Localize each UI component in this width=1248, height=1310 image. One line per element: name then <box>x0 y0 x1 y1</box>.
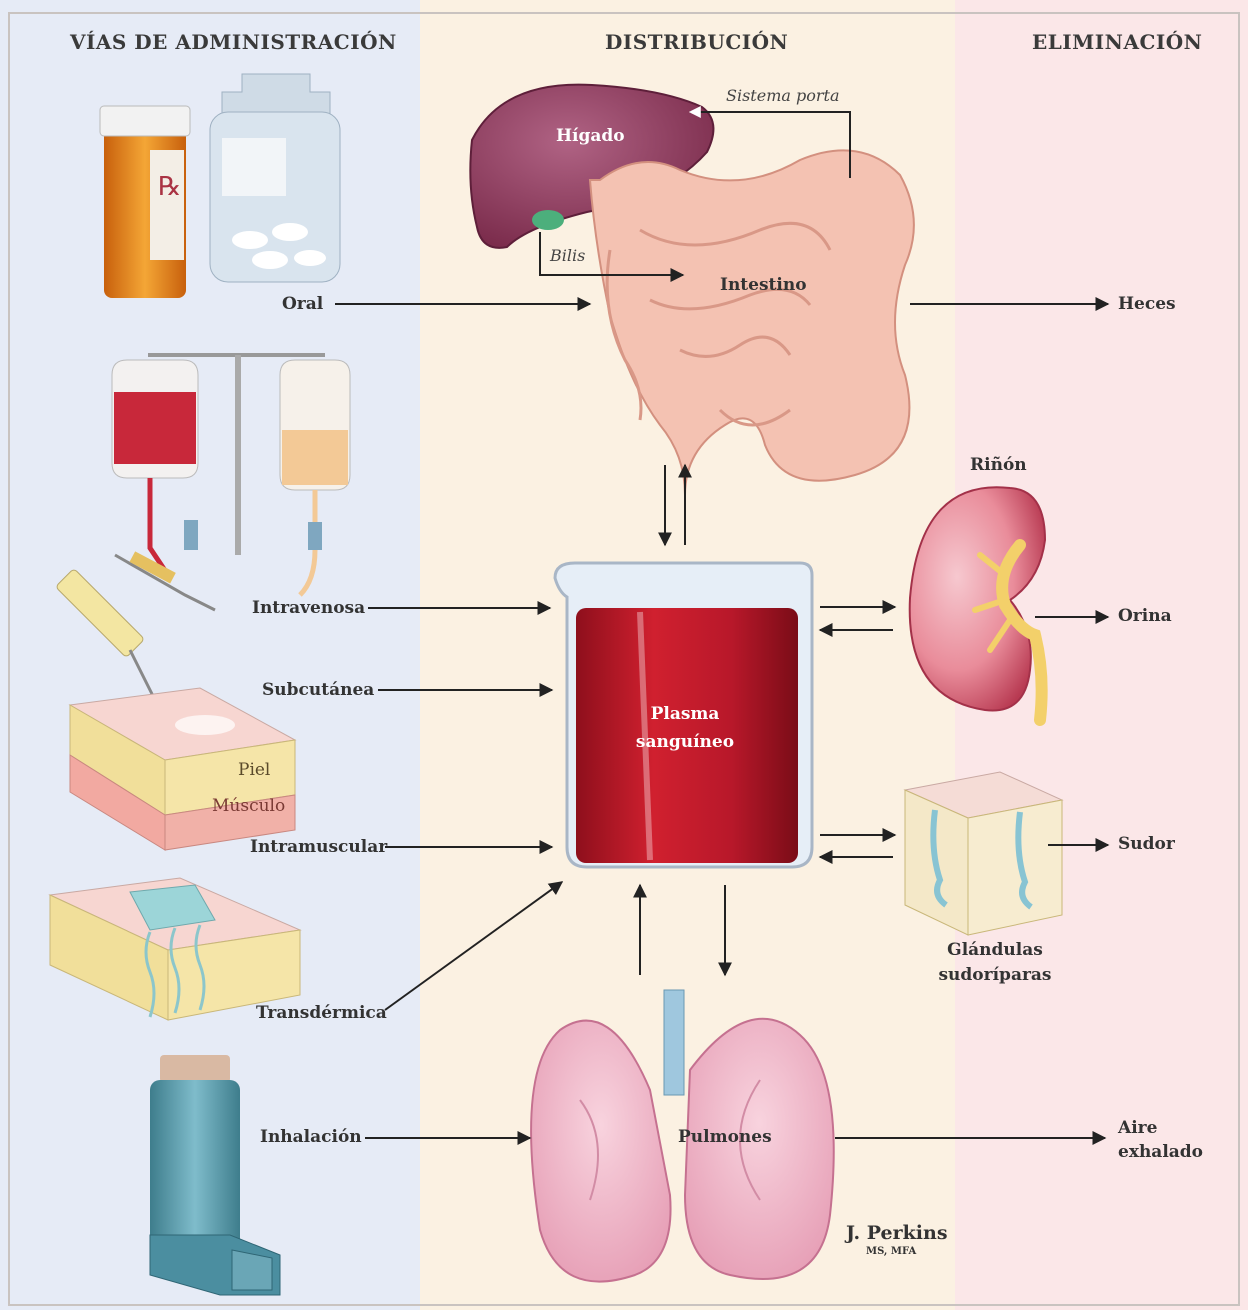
label-plasma-line1: Plasma <box>620 704 750 724</box>
label-skin: Piel <box>238 760 270 780</box>
label-bile: Bilis <box>550 246 585 265</box>
label-subcutaneous: Subcutánea <box>262 680 374 700</box>
label-exhaled-line1: Aire <box>1118 1118 1157 1138</box>
iv-bags-icon <box>112 355 350 610</box>
inhaler-icon <box>150 1055 280 1295</box>
label-intramuscular: Intramuscular <box>250 837 387 857</box>
sweat-gland-block-icon <box>905 772 1062 935</box>
label-exhaled-line2: exhalado <box>1118 1142 1203 1162</box>
tablet-jar-icon <box>210 74 340 282</box>
label-urine: Orina <box>1118 606 1172 626</box>
header-administration: VÍAS DE ADMINISTRACIÓN <box>70 30 397 54</box>
svg-text:℞: ℞ <box>158 172 181 202</box>
label-muscle: Músculo <box>212 796 285 816</box>
label-sweat-glands-line1: Glándulas <box>930 940 1060 960</box>
label-sweat-glands-line2: sudoríparas <box>930 965 1060 985</box>
header-distribution: DISTRIBUCIÓN <box>605 30 788 54</box>
label-liver: Hígado <box>556 126 625 146</box>
artist-credentials: MS, MFA <box>866 1246 916 1257</box>
label-transdermal: Transdérmica <box>256 1003 387 1023</box>
transdermal-patch-icon <box>50 878 300 1020</box>
label-plasma-line2: sanguíneo <box>620 732 750 752</box>
arrow-transdermal <box>385 882 562 1010</box>
label-portal-system: Sistema porta <box>726 86 839 105</box>
pill-bottle-icon: ℞ <box>100 106 190 298</box>
label-feces: Heces <box>1118 294 1176 314</box>
kidney-icon <box>910 487 1045 720</box>
label-kidney: Riñón <box>970 455 1027 475</box>
artist-signature: J. Perkins <box>846 1222 948 1244</box>
label-sweat: Sudor <box>1118 834 1175 854</box>
label-intravenous: Intravenosa <box>252 598 365 618</box>
intestine-icon <box>590 150 914 495</box>
header-elimination: ELIMINACIÓN <box>1032 30 1202 54</box>
label-oral: Oral <box>282 294 323 314</box>
label-inhalation: Inhalación <box>260 1127 362 1147</box>
label-lungs: Pulmones <box>678 1127 772 1147</box>
label-intestine: Intestino <box>720 275 807 295</box>
